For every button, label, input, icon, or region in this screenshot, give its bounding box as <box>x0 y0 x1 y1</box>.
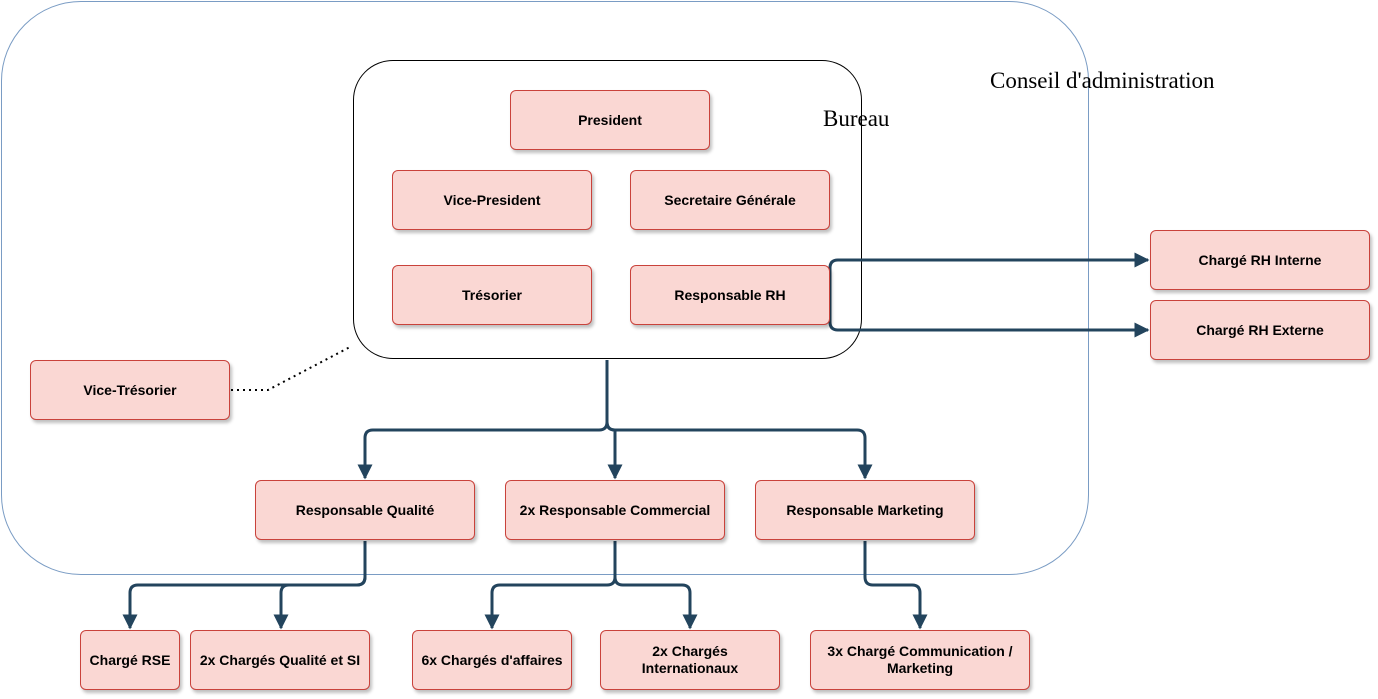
node-president-label: President <box>578 111 642 128</box>
node-secretaire-generale[interactable]: Secretaire Générale <box>630 170 830 230</box>
edge-rh-externe <box>828 300 1150 338</box>
edge-bureau-qualite <box>357 360 609 480</box>
node-charges-affaires[interactable]: 6x Chargés d'affaires <box>412 630 572 690</box>
node-secretaire-generale-label: Secretaire Générale <box>664 191 796 208</box>
edge-marketing-communication <box>863 541 928 630</box>
node-responsable-marketing-label: Responsable Marketing <box>786 501 944 518</box>
node-responsable-rh-label: Responsable RH <box>674 286 786 303</box>
node-charges-internationaux[interactable]: 2x Chargés Internationaux <box>600 630 780 690</box>
node-charges-qualite-si-label: 2x Chargés Qualité et SI <box>199 651 361 668</box>
node-charge-rh-externe[interactable]: Chargé RH Externe <box>1150 300 1370 360</box>
node-vice-tresorier[interactable]: Vice-Trésorier <box>30 360 230 420</box>
edge-qualite-si <box>273 541 367 630</box>
node-responsable-marketing[interactable]: Responsable Marketing <box>755 480 975 540</box>
conseil-administration-group <box>1 1 1089 575</box>
node-responsable-qualite[interactable]: Responsable Qualité <box>255 480 475 540</box>
node-responsable-commercial[interactable]: 2x Responsable Commercial <box>505 480 725 540</box>
edge-bureau-marketing <box>605 360 873 480</box>
node-responsable-commercial-label: 2x Responsable Commercial <box>519 501 711 518</box>
node-charge-communication[interactable]: 3x Chargé Communication / Marketing <box>810 630 1030 690</box>
node-tresorier[interactable]: Trésorier <box>392 265 592 325</box>
node-charge-rh-externe-label: Chargé RH Externe <box>1196 321 1324 338</box>
edge-commercial-affaires <box>484 541 617 630</box>
node-vice-president[interactable]: Vice-President <box>392 170 592 230</box>
node-charge-rh-interne-label: Chargé RH Interne <box>1198 251 1322 268</box>
node-charges-internationaux-label: 2x Chargés Internationaux <box>641 643 739 676</box>
node-charge-rh-interne[interactable]: Chargé RH Interne <box>1150 230 1370 290</box>
node-charge-rse-label: Chargé RSE <box>89 651 171 668</box>
node-charges-affaires-label: 6x Chargés d'affaires <box>421 651 563 668</box>
node-charge-rse[interactable]: Chargé RSE <box>80 630 180 690</box>
node-vice-president-label: Vice-President <box>443 191 541 208</box>
node-responsable-qualite-label: Responsable Qualité <box>295 501 435 518</box>
conseil-administration-label: Conseil d'administration <box>990 68 1215 93</box>
node-president[interactable]: President <box>510 90 710 150</box>
edge-rh-interne <box>828 252 1150 300</box>
node-responsable-rh[interactable]: Responsable RH <box>630 265 830 325</box>
bureau-label: Bureau <box>823 106 890 131</box>
node-charges-qualite-si[interactable]: 2x Chargés Qualité et SI <box>190 630 370 690</box>
edge-vice-tresorier-dotted <box>231 346 351 391</box>
edge-commercial-internationaux <box>613 541 698 630</box>
node-tresorier-label: Trésorier <box>462 286 522 303</box>
node-charge-communication-label: 3x Chargé Communication / Marketing <box>827 643 1013 676</box>
node-vice-tresorier-label: Vice-Trésorier <box>83 381 177 398</box>
